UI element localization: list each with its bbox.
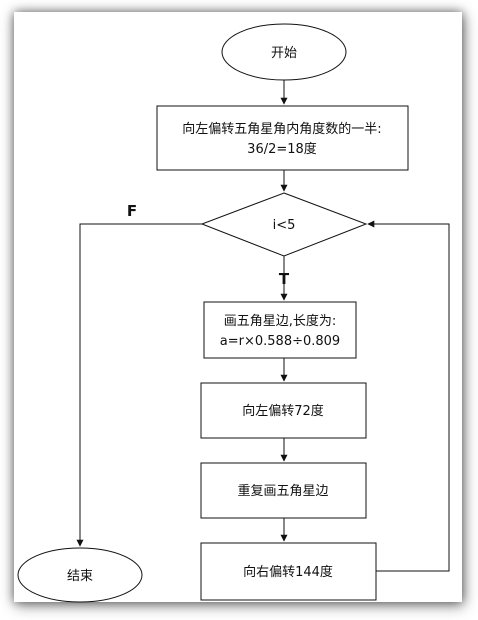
- draw-edge-box: [203, 301, 357, 359]
- start-node-label: 开始: [271, 46, 297, 61]
- draw-edge-label-line2: a=r×0.588÷0.809: [220, 334, 340, 349]
- draw-edge-label-line1: 画五角星边,长度为:: [224, 313, 337, 329]
- rotate-init-box: [156, 105, 409, 171]
- repeat-edge-box: [200, 462, 367, 519]
- edge-decision-false: [76, 223, 202, 547]
- turn-left-label: 向左偏转72度: [242, 403, 324, 419]
- true-branch-label: T: [279, 270, 290, 288]
- repeat-edge-label: 重复画五角星边: [237, 483, 328, 499]
- turn-right-box: [200, 542, 377, 601]
- turn-left-box: [200, 382, 367, 439]
- false-branch-label: F: [127, 202, 137, 220]
- rotate-init-label-line1: 向左偏转五角星角内角度数的一半:: [182, 121, 381, 137]
- loop-condition-label: i<5: [273, 218, 296, 233]
- end-node: [17, 547, 143, 603]
- edge-loop-back: [367, 220, 450, 572]
- rotate-init-label-line2: 36/2=18度: [247, 141, 317, 157]
- turn-right-label: 向右偏转144度: [243, 564, 333, 580]
- end-node-label: 结束: [67, 569, 93, 584]
